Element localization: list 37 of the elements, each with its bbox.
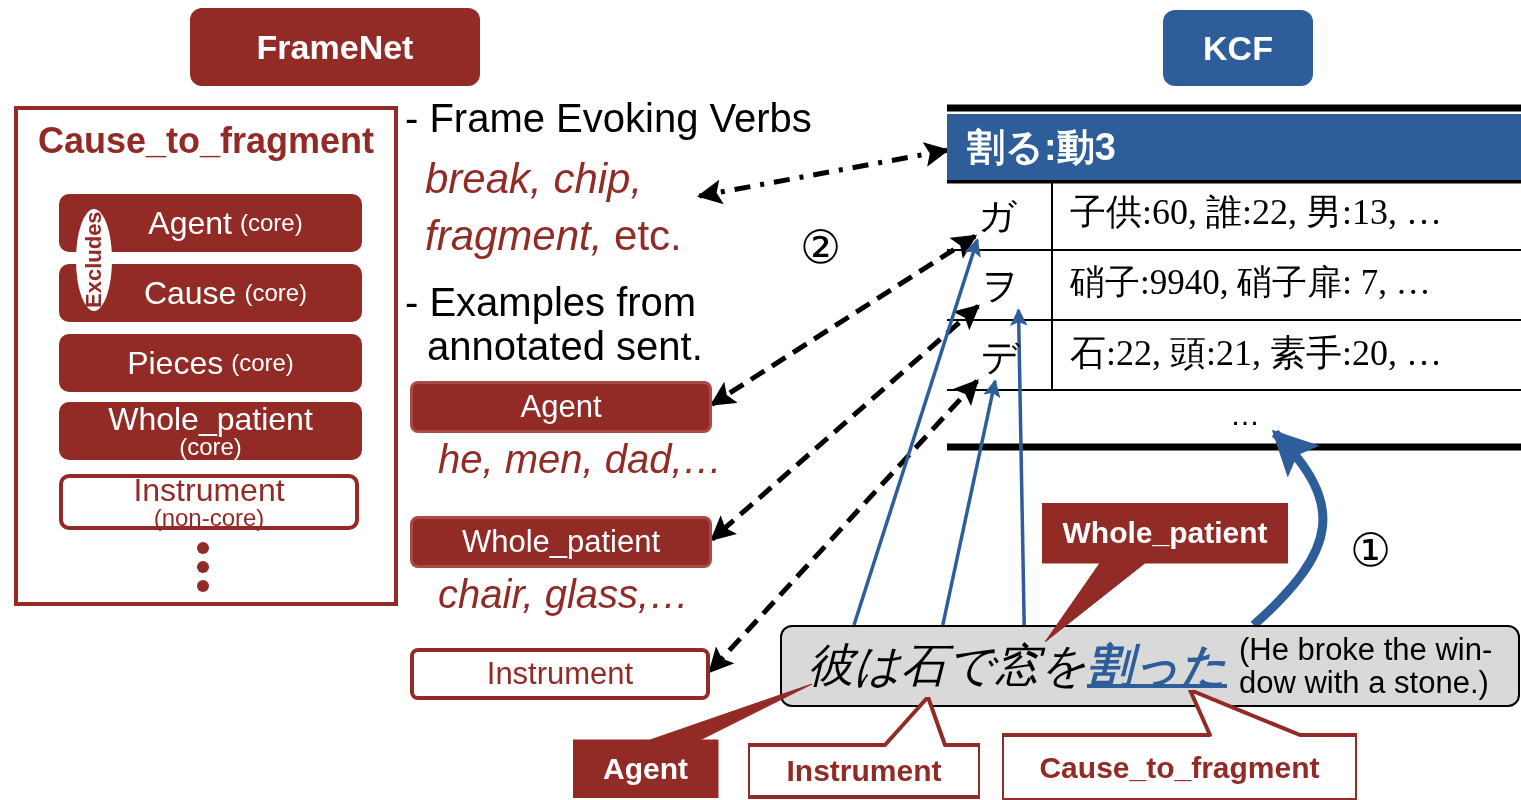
arrow [941,379,1001,626]
bullet-text: - Frame Evoking Verbs [405,96,812,140]
title-badge: FrameNet [190,8,480,86]
arrow [710,304,980,542]
role-box: Agent [410,381,712,433]
title-badge: KCF [1163,10,1313,86]
role-box: Instrument [410,648,710,700]
role-box: Pieces (core) [59,334,362,392]
role-box: Instrument (non-core) [59,474,359,530]
callout-label: Cause_to_fragment [1038,749,1321,786]
example-words: chair, glass,… [438,572,690,617]
case-marker: ヲ [978,262,1023,310]
arrow [708,379,979,674]
sentence-text: 彼は石で窓を割った [808,638,1227,693]
step-number: ② [800,222,842,273]
bullet-text: - Examples from annotated sent. [405,280,704,368]
table-cell: 子供:60, 誰:22, 男:13, … [1070,193,1442,233]
role-box: Whole_patient [410,516,712,568]
callout-label: Instrument [785,753,943,789]
ellipsis-text: … [1215,395,1275,435]
translation-text: (He broke the win- dow with a stone.) [1239,632,1494,700]
role-box: Whole_patient (core) [59,402,362,460]
table-header: 割る:動3 [947,114,1521,180]
arrow [852,238,981,626]
verb-list: break, chip, fragment, etc. [425,150,705,265]
table-cell: 石:22, 頭:21, 素手:20, … [1070,334,1442,374]
table-cell: 硝子:9940, 硝子扉: 7, … [1070,264,1431,303]
frame-title: Cause_to_fragment [36,120,376,162]
case-marker: ガ [975,192,1020,240]
sentence-box [780,625,1520,707]
callout-label: Agent [602,751,689,787]
callout [748,697,980,800]
step-number: ① [1350,525,1392,576]
frame-box [14,106,398,606]
arrow [1010,308,1028,626]
callout-label: Whole_patient [1061,515,1269,551]
example-words: he, men, dad,… [438,437,723,482]
